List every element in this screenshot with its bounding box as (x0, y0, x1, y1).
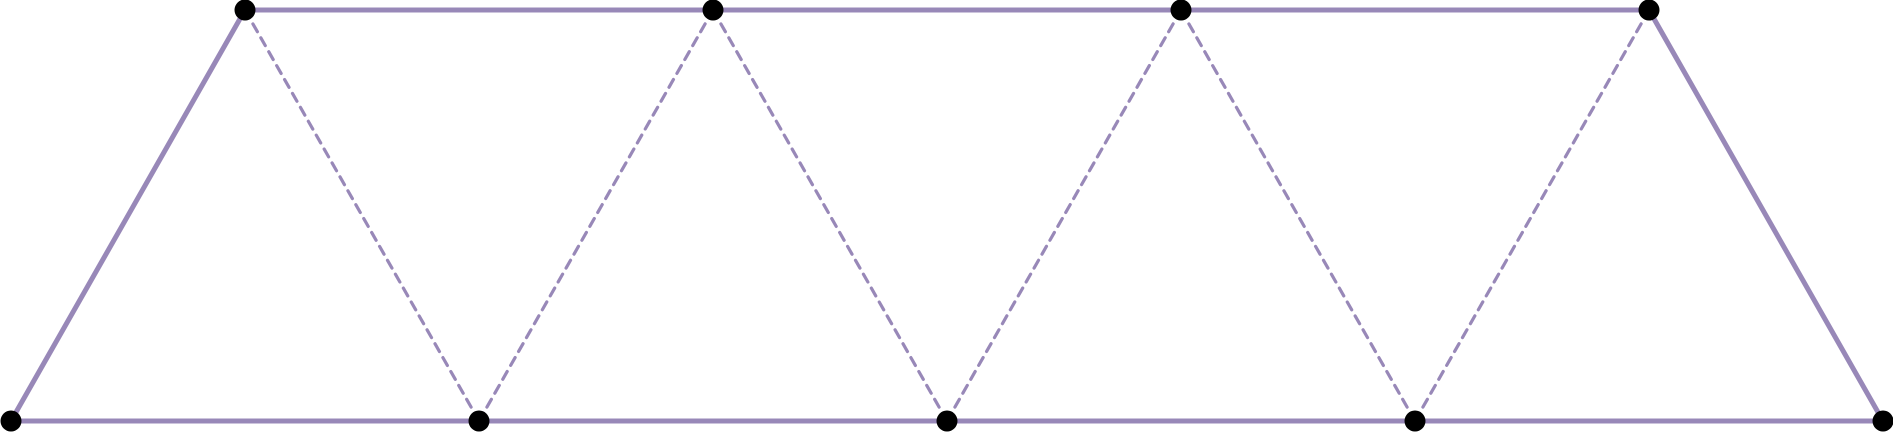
edge-b1-t1-dashed (477, 8, 715, 423)
node-b4 (1872, 410, 1893, 432)
node-t1 (702, 0, 724, 21)
node-t3 (1638, 0, 1660, 21)
edge-layer (8, 7, 1886, 424)
node-b3 (1404, 410, 1426, 432)
edge-t1-b2-dashed (711, 8, 949, 423)
edge-t0-b1-dashed (243, 8, 481, 423)
node-b2 (936, 410, 958, 432)
edge-b2-t2-dashed (945, 8, 1183, 423)
node-b0 (0, 410, 22, 432)
node-t2 (1170, 0, 1192, 21)
edge-b3-t3-dashed (1413, 8, 1651, 423)
node-t0 (234, 0, 256, 21)
node-b1 (468, 410, 490, 432)
edge-b0-t0-solid (8, 7, 248, 424)
edge-b4-t3-solid (1646, 7, 1886, 424)
edge-t2-b3-dashed (1179, 8, 1417, 423)
